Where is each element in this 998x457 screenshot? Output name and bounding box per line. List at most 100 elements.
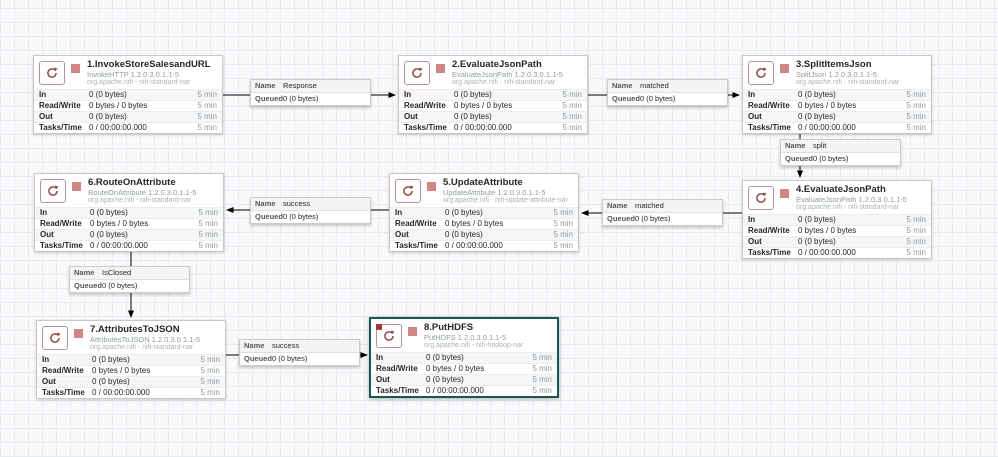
processor-node[interactable]: 6.RouteOnAttribute RouteOnAttribute 1.2.… — [34, 173, 224, 252]
processor-type: PutHDFS 1.2.0.3.0.1.1-5 — [424, 333, 507, 342]
stat-label: In — [404, 90, 412, 99]
refresh-arrows-icon — [412, 67, 423, 78]
stat-value: 0 / 00:00:00.000 — [445, 241, 503, 250]
stat-value: 0 / 00:00:00.000 — [454, 123, 512, 132]
processor-header: 5.UpdateAttribute UpdateAttribute 1.2.0.… — [390, 174, 578, 207]
connection-label[interactable]: Name success Queued 0 (0 bytes) — [239, 339, 360, 366]
stopped-status-icon — [74, 329, 83, 338]
refresh-arrows-icon — [50, 332, 61, 343]
processor-type-icon — [40, 179, 66, 203]
connection-queued-key: Queued — [255, 94, 283, 103]
stat-window: 5 min — [197, 112, 217, 121]
stat-window: 5 min — [197, 123, 217, 132]
connection-name-row: Name matched — [608, 80, 727, 93]
stat-label: Read/Write — [376, 364, 418, 373]
connection-name-row: Name Response — [251, 80, 370, 93]
stat-row-in: In 0 (0 bytes) 5 min — [37, 354, 225, 365]
stat-label: Out — [395, 230, 409, 239]
connection-name-row: Name split — [781, 140, 900, 153]
connection-queued-value: 0 (0 bytes) — [283, 94, 319, 103]
stopped-status-icon — [780, 189, 789, 198]
stopped-status-icon — [436, 64, 445, 73]
processor-type-icon — [404, 61, 430, 85]
connection-label[interactable]: Name split Queued 0 (0 bytes) — [780, 139, 901, 166]
stat-value: 0 bytes / 0 bytes — [798, 226, 857, 235]
stat-window: 5 min — [553, 230, 573, 239]
processor-type-icon — [395, 179, 421, 203]
stat-value: 0 (0 bytes) — [426, 353, 464, 362]
stopped-status-icon — [780, 64, 789, 73]
processor-type-icon — [42, 326, 68, 350]
stat-row-in: In 0 (0 bytes) 5 min — [34, 89, 222, 100]
stat-row-read-write: Read/Write 0 bytes / 0 bytes 5 min — [390, 218, 578, 229]
connection-name-key: Name — [255, 81, 276, 90]
stat-window: 5 min — [562, 101, 582, 110]
connection-label[interactable]: Name matched Queued 0 (0 bytes) — [602, 199, 723, 226]
stat-value: 0 (0 bytes) — [798, 90, 836, 99]
processor-node[interactable]: 8.PutHDFS PutHDFS 1.2.0.3.0.1.1-5 org.ap… — [369, 317, 559, 398]
stat-label: Read/Write — [395, 219, 437, 228]
processor-node[interactable]: 7.AttributesToJSON AttributesToJSON 1.2.… — [36, 320, 226, 399]
stat-row-read-write: Read/Write 0 bytes / 0 bytes 5 min — [743, 100, 931, 111]
stat-label: Tasks/Time — [748, 248, 791, 257]
stat-value: 0 (0 bytes) — [89, 90, 127, 99]
stat-row-out: Out 0 (0 bytes) 5 min — [37, 376, 225, 387]
refresh-arrows-icon — [48, 185, 59, 196]
processor-name: 3.SplitItemsJson — [796, 59, 872, 70]
stat-label: Tasks/Time — [40, 241, 83, 250]
stat-value: 0 bytes / 0 bytes — [798, 101, 857, 110]
stat-label: Out — [42, 377, 56, 386]
processor-node[interactable]: 3.SplitItemsJson SplitJson 1.2.0.3.0.1.1… — [742, 55, 932, 134]
stat-label: Read/Write — [404, 101, 446, 110]
stat-label: Tasks/Time — [404, 123, 447, 132]
connection-label[interactable]: Name matched Queued 0 (0 bytes) — [607, 79, 728, 106]
connection-queued-value: 0 (0 bytes) — [813, 154, 849, 163]
connection-name-key: Name — [607, 201, 628, 210]
stat-window: 5 min — [553, 219, 573, 228]
stat-window: 5 min — [906, 90, 926, 99]
stat-label: Tasks/Time — [376, 386, 419, 395]
stat-row-out: Out 0 (0 bytes) 5 min — [35, 229, 223, 240]
stat-window: 5 min — [200, 377, 220, 386]
stat-value: 0 bytes / 0 bytes — [445, 219, 504, 228]
connection-queued-row: Queued 0 (0 bytes) — [240, 353, 359, 365]
stat-row-tasks-time: Tasks/Time 0 / 00:00:00.000 5 min — [743, 122, 931, 133]
stat-window: 5 min — [198, 219, 218, 228]
stat-value: 0 (0 bytes) — [92, 355, 130, 364]
stat-row-out: Out 0 (0 bytes) 5 min — [399, 111, 587, 122]
stat-row-read-write: Read/Write 0 bytes / 0 bytes 5 min — [399, 100, 587, 111]
connection-label[interactable]: Name Response Queued 0 (0 bytes) — [250, 79, 371, 106]
connection-queued-row: Queued 0 (0 bytes) — [781, 153, 900, 165]
stat-window: 5 min — [198, 230, 218, 239]
processor-name: 5.UpdateAttribute — [443, 177, 523, 188]
connection-label[interactable]: Name IsClosed Queued 0 (0 bytes) — [69, 266, 190, 293]
connection-label[interactable]: Name success Queued 0 (0 bytes) — [250, 197, 371, 224]
processor-node[interactable]: 5.UpdateAttribute UpdateAttribute 1.2.0.… — [389, 173, 579, 252]
processor-type: UpdateAttribute 1.2.0.3.0.1.1-5 — [443, 188, 546, 197]
stopped-status-icon — [71, 64, 80, 73]
processor-node[interactable]: 2.EvaluateJsonPath EvaluateJsonPath 1.2.… — [398, 55, 588, 134]
processor-header: 1.InvokeStoreSalesandURL InvokeHTTP 1.2.… — [34, 56, 222, 89]
stat-value: 0 (0 bytes) — [90, 230, 128, 239]
connection-queued-value: 0 (0 bytes) — [640, 94, 676, 103]
stat-value: 0 (0 bytes) — [89, 112, 127, 121]
processor-type: AttributesToJSON 1.2.0.3.0.1.1-5 — [90, 335, 201, 344]
stat-value: 0 (0 bytes) — [798, 215, 836, 224]
connection-name-key: Name — [612, 81, 633, 90]
stat-label: Out — [404, 112, 418, 121]
stat-label: In — [748, 215, 756, 224]
stat-window: 5 min — [200, 366, 220, 375]
stat-row-out: Out 0 (0 bytes) 5 min — [743, 236, 931, 247]
processor-node[interactable]: 1.InvokeStoreSalesandURL InvokeHTTP 1.2.… — [33, 55, 223, 134]
processor-name: 7.AttributesToJSON — [90, 324, 180, 335]
stat-value: 0 bytes / 0 bytes — [89, 101, 148, 110]
connection-name-value: success — [272, 341, 300, 350]
processor-node[interactable]: 4.EvaluateJsonPath EvaluateJsonPath 1.2.… — [742, 180, 932, 259]
stat-window: 5 min — [553, 241, 573, 250]
stat-value: 0 (0 bytes) — [445, 208, 483, 217]
stat-window: 5 min — [197, 101, 217, 110]
stat-row-out: Out 0 (0 bytes) 5 min — [743, 111, 931, 122]
stat-label: Read/Write — [40, 219, 82, 228]
stat-row-tasks-time: Tasks/Time 0 / 00:00:00.000 5 min — [35, 240, 223, 251]
